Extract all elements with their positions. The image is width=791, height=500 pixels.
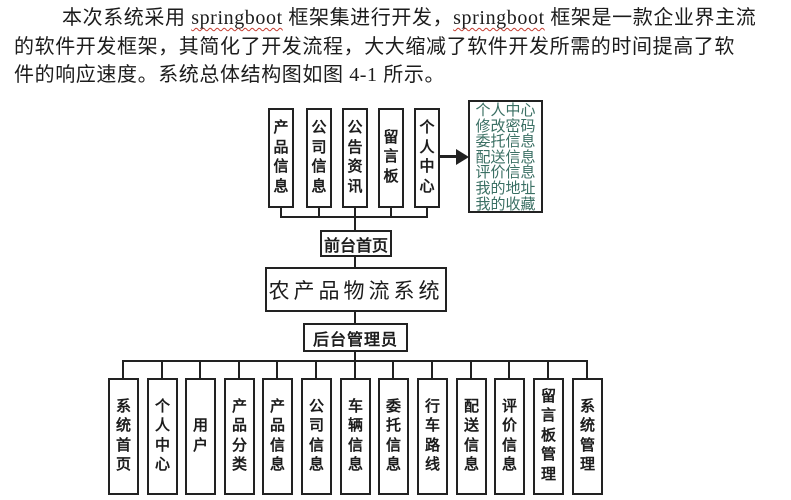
admin-module-box-users: 用户: [185, 378, 216, 495]
user-center-item: 我的地址: [475, 180, 536, 197]
admin-module-label: 车辆信息: [348, 398, 364, 474]
text-run: 框架是一款企业界主流: [544, 7, 757, 29]
front-module-box-announcement: 公告资讯: [342, 108, 368, 208]
paragraph-line: 的软件开发框架，其简化了开发流程，大大缩减了软件开发所需的时间提高了软: [14, 33, 780, 62]
front-module-label: 个人中心: [419, 120, 435, 195]
system-title-box: 农产品物流系统: [265, 267, 447, 312]
connector-line: [392, 360, 394, 379]
admin-module-label: 系统管理: [580, 398, 596, 474]
user-center-item: 评价信息: [475, 165, 536, 182]
admin-module-box-driving-route: 行车路线: [417, 378, 448, 495]
admin-module-box-product-info: 产品信息: [262, 378, 293, 495]
admin-module-label: 个人中心: [155, 398, 171, 474]
front-module-box-company-info: 公司信息: [306, 108, 332, 208]
front-module-box-product-info: 产品信息: [268, 108, 294, 208]
admin-module-box-review-info: 评价信息: [494, 378, 525, 495]
user-center-item: 配送信息: [475, 149, 536, 166]
connector-line: [354, 255, 356, 268]
user-center-item: 个人中心: [475, 103, 536, 119]
connector-line: [280, 206, 282, 218]
spellchecked-word: springboot: [191, 7, 283, 29]
front-module-box-user-center: 个人中心: [414, 108, 440, 208]
admin-module-box-user-center: 个人中心: [147, 378, 178, 495]
paragraph-line: 件的响应速度。系统总体结构图如图 4-1 所示。: [14, 61, 780, 90]
admin-module-label: 行车路线: [425, 398, 441, 474]
connector-line: [199, 360, 201, 379]
connector-line: [431, 360, 433, 379]
text-run: 的软件开发框架，其简化了开发流程，大大缩减了软件开发所需的时间提高了软: [14, 35, 735, 58]
front-module-label: 公司信息: [311, 120, 327, 195]
text-run: 件的响应速度。系统总体结构图如图 4-1 所示。: [14, 64, 446, 86]
admin-module-label: 公司信息: [309, 398, 325, 474]
arrow-shaft: [440, 155, 460, 158]
text-run: 本次系统采用: [62, 7, 192, 29]
admin-module-label: 评价信息: [502, 398, 518, 474]
user-center-item: 委托信息: [475, 134, 536, 151]
admin-module-label: 产品分类: [232, 398, 248, 474]
admin-module-label: 委托信息: [386, 398, 402, 474]
connector-line: [276, 360, 278, 379]
admin-module-label: 系统首页: [116, 398, 132, 474]
admin-module-box-system-home: 系统首页: [108, 378, 139, 495]
connector-line: [315, 360, 317, 379]
connector-line: [426, 206, 428, 218]
admin-module-box-entrust-info: 委托信息: [378, 378, 409, 495]
connector-line: [238, 360, 240, 379]
front-module-label: 留言板: [383, 129, 399, 185]
arrow-head-icon: [456, 149, 469, 165]
connector-line: [354, 206, 356, 218]
user-center-item: 修改密码: [475, 118, 536, 135]
text-run: 框架集进行开发，: [282, 7, 454, 29]
admin-module-box-company-info: 公司信息: [301, 378, 332, 495]
connector-line: [354, 351, 356, 362]
connector-line: [508, 360, 510, 379]
connector-line: [586, 360, 588, 379]
connector-line: [318, 206, 320, 218]
admin-module-label: 用户: [193, 418, 209, 454]
connector-line: [547, 360, 549, 379]
admin-module-box-product-category: 产品分类: [224, 378, 255, 495]
front-module-box-message-board: 留言板: [378, 108, 404, 208]
connector-line: [354, 360, 356, 379]
connector-line: [122, 360, 124, 379]
connector-line: [390, 206, 392, 218]
front-home-box: 前台首页: [320, 230, 392, 257]
admin-box: 后台管理员: [303, 323, 408, 352]
user-center-item: 我的收藏: [475, 196, 536, 213]
paragraph-line: 本次系统采用 springboot 框架集进行开发，springboot 框架是…: [14, 4, 780, 33]
body-paragraph: 本次系统采用 springboot 框架集进行开发，springboot 框架是…: [14, 4, 780, 90]
admin-module-label: 配送信息: [464, 398, 480, 474]
admin-module-label: 留言板管理: [541, 388, 557, 483]
user-center-detail-box: 个人中心 修改密码 委托信息 配送信息 评价信息 我的地址 我的收藏: [468, 100, 543, 213]
connector-line: [354, 311, 356, 324]
admin-module-label: 产品信息: [270, 398, 286, 474]
connector-line: [470, 360, 472, 379]
front-module-label: 产品信息: [273, 120, 289, 195]
admin-module-box-message-board-mgmt: 留言板管理: [533, 378, 564, 495]
admin-module-box-delivery-info: 配送信息: [456, 378, 487, 495]
admin-module-box-system-mgmt: 系统管理: [572, 378, 603, 495]
connector-line: [161, 360, 163, 379]
admin-module-box-vehicle-info: 车辆信息: [340, 378, 371, 495]
front-module-label: 公告资讯: [347, 120, 363, 195]
spellchecked-word: springboot: [453, 7, 545, 29]
connector-line: [354, 216, 356, 231]
